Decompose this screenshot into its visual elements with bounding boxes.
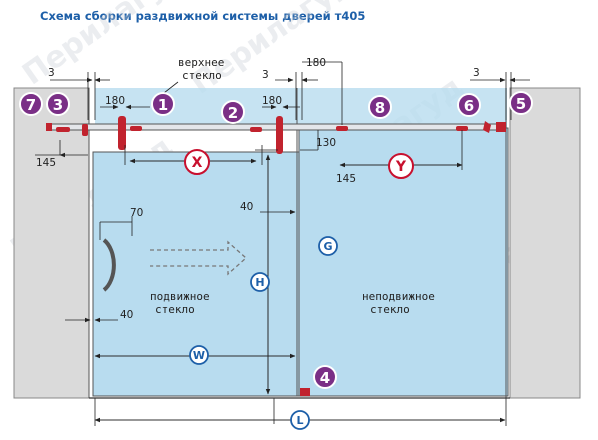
diagram-title: Схема сборки раздвижной системы дверей т… — [40, 9, 366, 23]
rail-end-icon — [46, 121, 506, 133]
fixed-glass-label-1: неподвижное — [362, 290, 435, 303]
dim-145-a: 145 — [36, 157, 56, 169]
fixed-glass-label-2: стекло — [370, 303, 410, 316]
svg-text:2: 2 — [228, 104, 238, 122]
svg-text:3: 3 — [53, 96, 63, 114]
badge-y: Y — [388, 153, 414, 179]
badge-h: H — [250, 272, 270, 292]
badge-5: 5 — [509, 91, 533, 115]
dim-70: 70 — [130, 207, 143, 219]
top-glass-label-1: верхнее — [178, 56, 224, 69]
badge-8: 8 — [368, 95, 392, 119]
dim-180-a: 180 — [105, 95, 125, 107]
dim-130: 130 — [316, 137, 336, 149]
dim-gap-left: 3 — [48, 67, 55, 79]
dim-180-b: 180 — [306, 57, 326, 69]
svg-text:1: 1 — [158, 96, 168, 114]
left-wall — [13, 87, 90, 399]
svg-text:4: 4 — [320, 369, 330, 387]
arrow-right-icon — [150, 240, 247, 276]
badge-3: 3 — [46, 92, 70, 116]
svg-text:8: 8 — [375, 99, 385, 117]
top-glass-label-2: стекло — [182, 69, 222, 82]
svg-text:7: 7 — [26, 96, 36, 114]
svg-text:G: G — [323, 240, 332, 253]
dim-gap-mid: 3 — [262, 69, 269, 81]
watermark-text-2: Перилагуд — [185, 0, 360, 102]
svg-text:L: L — [296, 414, 303, 427]
roller-icon — [56, 116, 468, 396]
badge-6: 6 — [457, 93, 481, 117]
badge-w: W — [189, 345, 209, 365]
right-wall — [509, 87, 581, 399]
badge-g: G — [318, 236, 338, 256]
svg-text:Y: Y — [395, 159, 407, 175]
dim-gap-right: 3 — [473, 67, 480, 79]
dim-40-b: 40 — [120, 309, 133, 321]
dim-145-b: 145 — [336, 173, 356, 185]
badge-4: 4 — [313, 365, 337, 389]
sliding-glass-label-2: стекло — [155, 303, 195, 316]
svg-text:6: 6 — [464, 97, 474, 115]
svg-text:W: W — [193, 349, 205, 362]
svg-text:X: X — [192, 155, 203, 171]
handle-icon — [102, 238, 116, 292]
badge-l: L — [290, 410, 310, 430]
svg-text:5: 5 — [516, 95, 526, 113]
badge-x: X — [184, 149, 210, 175]
dim-180-c: 180 — [262, 95, 282, 107]
dim-40-a: 40 — [240, 201, 253, 213]
svg-text:H: H — [255, 276, 264, 289]
watermark-text-1: Перилагуд — [16, 0, 191, 92]
sliding-glass-label-1: подвижное — [150, 290, 210, 303]
badge-1: 1 — [151, 92, 175, 116]
badge-7: 7 — [19, 92, 43, 116]
badge-2: 2 — [221, 100, 245, 124]
